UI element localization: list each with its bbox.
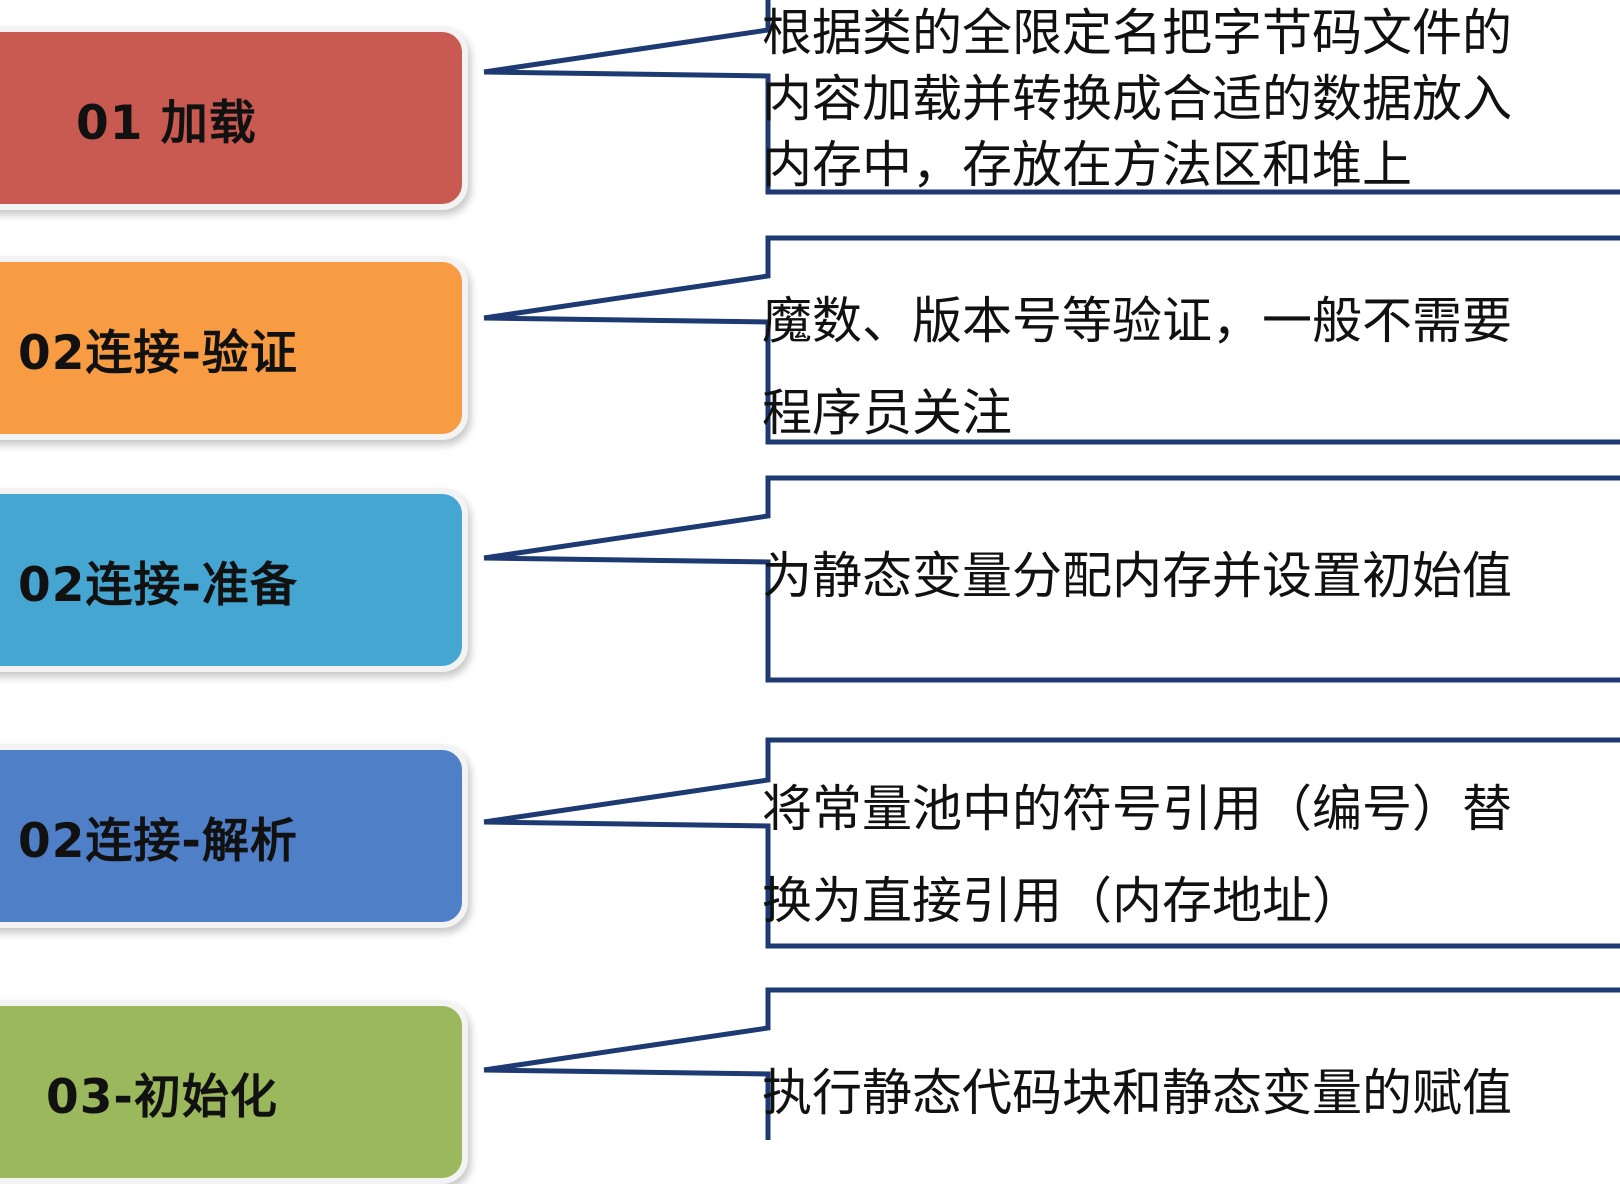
callout-line: 内存中，存放在方法区和堆上 — [762, 136, 1412, 194]
connector-lines — [483, 0, 1620, 1140]
callout-prepare: 为静态变量分配内存并设置初始值 — [762, 543, 1620, 609]
stage-load-box: 01 加载 — [0, 26, 468, 210]
callout-init: 执行静态代码块和静态变量的赋值 — [762, 1060, 1620, 1126]
callout-line: 换为直接引用（内存地址） — [762, 872, 1362, 930]
callout-line: 执行静态代码块和静态变量的赋值 — [762, 1064, 1512, 1122]
callout-verify: 魔数、版本号等验证，一般不需要 程序员关注 — [762, 275, 1620, 459]
stage-label: 02连接-验证 — [18, 325, 298, 381]
stage-label: 02连接-解析 — [18, 813, 298, 869]
callout-line: 程序员关注 — [762, 384, 1012, 442]
callout-line: 魔数、版本号等验证，一般不需要 — [762, 292, 1512, 350]
stage-init-box: 03-初始化 — [0, 1000, 468, 1184]
stage-prepare-box: 02连接-准备 — [0, 488, 468, 672]
stage-label: 03-初始化 — [46, 1069, 278, 1125]
stage-verify-box: 02连接-验证 — [0, 256, 468, 440]
stage-label: 02连接-准备 — [18, 557, 298, 613]
callout-resolve: 将常量池中的符号引用（编号）替 换为直接引用（内存地址） — [762, 763, 1620, 947]
callout-load: 根据类的全限定名把字节码文件的 内容加载并转换成合适的数据放入 内存中，存放在方… — [762, 0, 1620, 198]
callout-bracket-line — [483, 475, 1620, 683]
callout-bracket-line — [483, 737, 1620, 949]
callout-line: 为静态变量分配内存并设置初始值 — [762, 547, 1512, 605]
stage-label: 01 加载 — [76, 95, 257, 151]
callout-line: 内容加载并转换成合适的数据放入 — [762, 70, 1512, 128]
callout-line: 根据类的全限定名把字节码文件的 — [762, 4, 1512, 62]
stage-resolve-box: 02连接-解析 — [0, 744, 468, 928]
callout-bracket-line — [483, 987, 1620, 1140]
callout-line: 将常量池中的符号引用（编号）替 — [762, 780, 1512, 838]
callout-bracket-line — [483, 0, 1620, 195]
callout-bracket-line — [483, 235, 1620, 445]
